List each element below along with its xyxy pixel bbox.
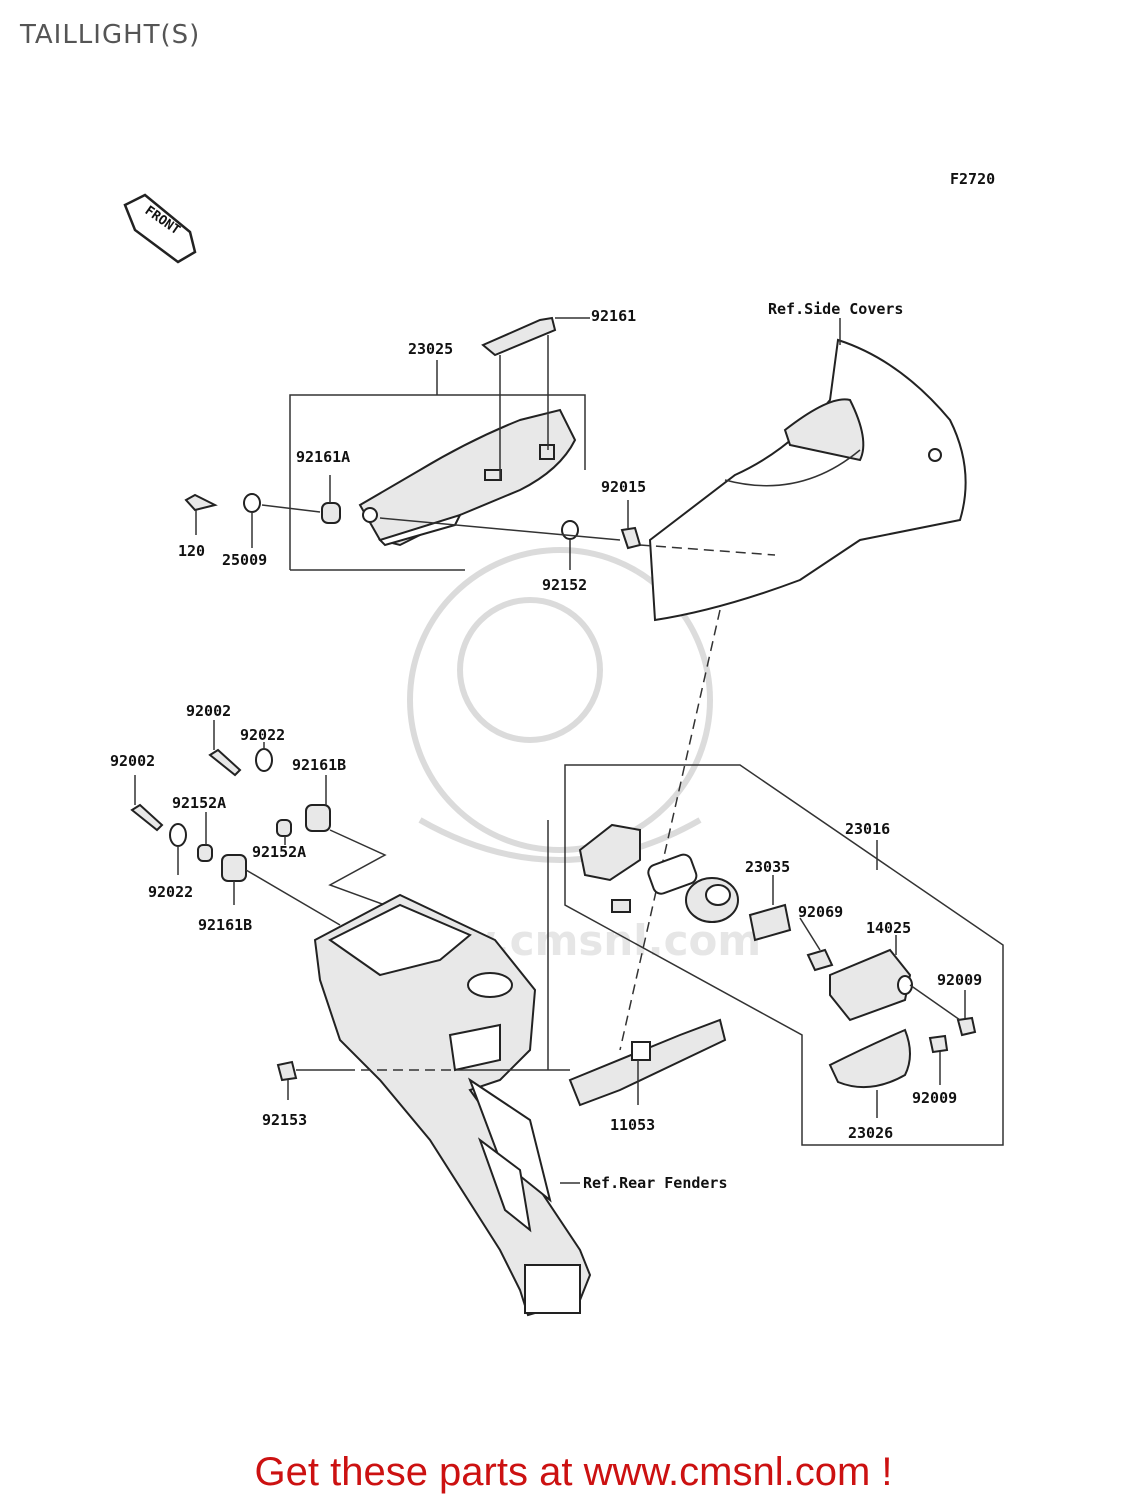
license-light-housing [578, 823, 698, 913]
grommet-92161B-lower [221, 854, 247, 882]
collar-92152A-right [276, 819, 292, 837]
bolt-92002-upper [208, 748, 242, 777]
screw-92153 [276, 1060, 298, 1082]
label-92009-lower: 92009 [912, 1089, 957, 1107]
label-92002-upper: 92002 [186, 702, 231, 720]
taillight-assembly-23025 [358, 408, 577, 547]
grommet-92161A [321, 502, 341, 524]
label-92152A-left: 92152A [172, 794, 226, 812]
ref-rear-fenders: Ref.Rear Fenders [583, 1174, 728, 1192]
label-25009: 25009 [222, 551, 267, 569]
washer-92022-lower [169, 823, 187, 847]
label-92152A-right: 92152A [252, 843, 306, 861]
socket-23035 [685, 877, 739, 923]
bolt-120 [184, 493, 218, 512]
label-92022-lower: 92022 [148, 883, 193, 901]
label-92009-upper: 92009 [937, 971, 982, 989]
pad-92161 [481, 316, 557, 357]
label-92161A: 92161A [296, 448, 350, 466]
lens-14025 [829, 948, 913, 1022]
label-92161: 92161 [591, 307, 636, 325]
clip-23035 [748, 903, 792, 942]
label-92002-lower: 92002 [110, 752, 155, 770]
bulb-92069 [806, 948, 834, 972]
label-92152: 92152 [542, 576, 587, 594]
gasket-23026 [828, 1028, 911, 1089]
label-23026: 23026 [848, 1124, 893, 1142]
label-120: 120 [178, 542, 205, 560]
label-92161B-upper: 92161B [292, 756, 346, 774]
label-92015: 92015 [601, 478, 646, 496]
label-11053: 11053 [610, 1116, 655, 1134]
label-14025: 14025 [866, 919, 911, 937]
label-92161B-lower: 92161B [198, 916, 252, 934]
license-bracket-11053 [568, 1018, 727, 1107]
washer-92022-upper [255, 748, 273, 772]
footer-promo: Get these parts at www.cmsnl.com ! [254, 1450, 893, 1494]
nut-92015 [620, 526, 642, 550]
ref-side-covers: Ref.Side Covers [768, 300, 903, 318]
label-23025: 23025 [408, 340, 453, 358]
bracket-23025 [289, 360, 586, 571]
screw-92009-upper [956, 1016, 977, 1037]
label-92022-upper: 92022 [240, 726, 285, 744]
label-92069: 92069 [798, 903, 843, 921]
washer-25009 [243, 493, 261, 513]
collar-92152A-left [197, 844, 213, 862]
side-cover [648, 338, 967, 622]
label-23016: 23016 [845, 820, 890, 838]
front-arrow-icon: FRONT [123, 193, 197, 264]
frame-23016 [564, 764, 1004, 1146]
watermark-logo: www.cmsnl.com [380, 547, 761, 965]
figure-code: F2720 [950, 170, 995, 188]
screw-92009-lower [928, 1034, 949, 1054]
label-23035: 23035 [745, 858, 790, 876]
page-title: TAILLIGHT(S) [20, 20, 201, 50]
rear-fender-bracket [313, 893, 592, 1317]
grommet-92161B-upper [305, 804, 331, 832]
label-92153: 92153 [262, 1111, 307, 1129]
bolt-92002-lower [130, 803, 164, 832]
